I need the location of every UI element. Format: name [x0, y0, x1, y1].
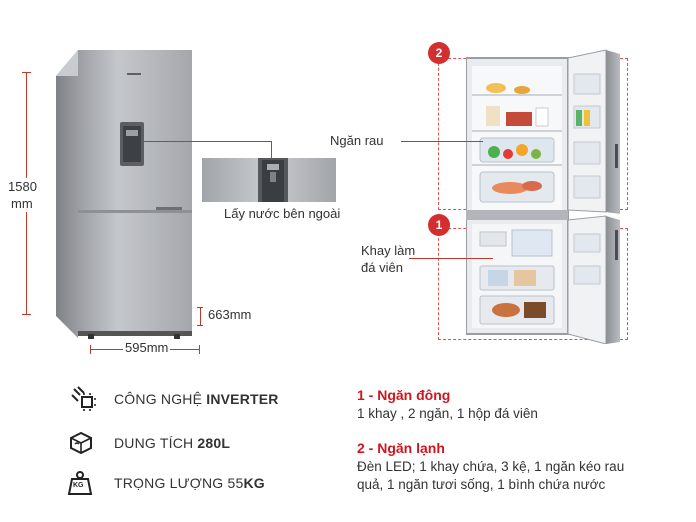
depth-dimension-line [200, 307, 201, 325]
open-fridge-image [466, 49, 620, 344]
height-unit: mm [11, 196, 33, 211]
capacity-icon [70, 431, 92, 455]
weight-icon-label: KG [73, 482, 84, 489]
depth-dimension-label: 663mm [208, 307, 252, 322]
dispenser-callout-line [144, 141, 272, 142]
dispenser-label: Lấy nước bên ngoài [224, 206, 341, 221]
width-dimension-tick-right [199, 345, 200, 354]
ice-tray-label: Khay làm đá viên [361, 242, 415, 276]
feature-capacity-value: 280L [197, 435, 231, 451]
feature-inverter-value: INVERTER [206, 391, 279, 407]
feature-inverter-prefix: CÔNG NGHỆ [114, 391, 207, 407]
weight-icon: KG [67, 470, 93, 496]
inverter-icon [71, 386, 96, 411]
veg-drawer-callout-line [401, 141, 483, 142]
feature-inverter: CÔNG NGHỆ INVERTER [114, 391, 279, 407]
height-dimension-label: 1580 mm [8, 178, 48, 212]
ice-tray-label-line2: đá viên [361, 260, 403, 275]
ice-tray-callout-line [409, 258, 493, 259]
fridge-spec-description: Đèn LED; 1 khay chứa, 3 kệ, 1 ngăn kéo r… [357, 459, 625, 492]
fridge-compartment-badge: 2 [428, 42, 450, 64]
height-value: 1580 [8, 179, 37, 194]
ice-tray-label-line1: Khay làm [361, 243, 416, 258]
feature-weight-prefix: TRỌNG LƯỢNG 55 [114, 475, 244, 491]
dispenser-callout-line-vertical [271, 141, 272, 159]
freezer-spec-description: 1 khay , 2 ngăn, 1 hộp đá viên [357, 406, 538, 421]
freezer-compartment-badge: 1 [428, 214, 450, 236]
dispenser-zoom-image [202, 158, 336, 202]
freezer-spec-title: 1 - Ngăn đông [357, 387, 451, 403]
width-dimension-tick-left [90, 345, 91, 354]
height-dimension-tick-top [22, 72, 31, 73]
feature-weight: TRỌNG LƯỢNG 55KG [114, 475, 265, 491]
width-dimension-label: 595mm [123, 340, 171, 355]
feature-weight-value: KG [243, 475, 265, 491]
feature-capacity-prefix: DUNG TÍCH [114, 435, 198, 451]
fridge-spec-title: 2 - Ngăn lạnh [357, 440, 445, 456]
depth-dimension-tick-bottom [197, 325, 203, 326]
feature-capacity: DUNG TÍCH 280L [114, 435, 230, 451]
closed-fridge-image [56, 50, 192, 339]
height-dimension-tick-bottom [22, 314, 31, 315]
veg-drawer-label: Ngăn rau [330, 133, 384, 148]
